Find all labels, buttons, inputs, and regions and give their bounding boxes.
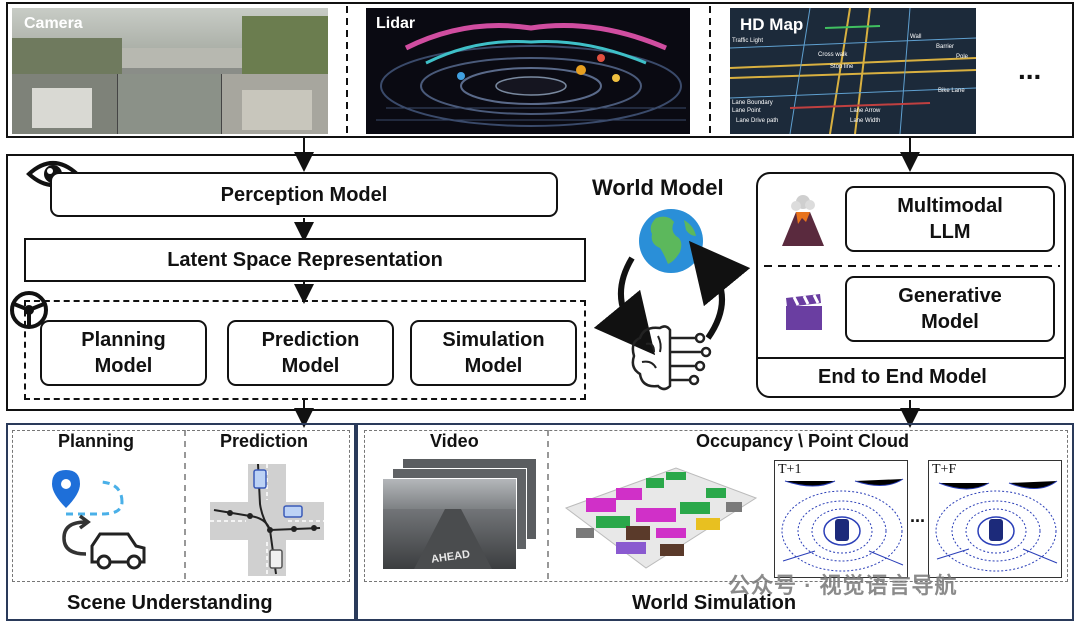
world-model-title: World Model	[592, 175, 724, 200]
prediction-model-box: Prediction Model	[227, 320, 394, 386]
simulation-dash-box	[364, 430, 1068, 582]
video-label: Video	[430, 431, 479, 451]
t-plus-1-label: T+1	[778, 462, 802, 477]
cycle-arrows-icon	[593, 240, 751, 356]
camera-label: Camera	[24, 15, 83, 32]
lidar-forecast-t1	[774, 460, 908, 578]
occupancy-voxel-illustration	[564, 467, 758, 569]
hdmap-annotation: Lane Arrow	[850, 108, 881, 114]
scene-inner-divider	[184, 430, 186, 582]
lidar-label: Lidar	[376, 15, 416, 32]
simulation-model-box: Simulation Model	[410, 320, 577, 386]
forecast-ellipsis: ...	[910, 506, 926, 526]
watermark: 公众号 · 视觉语言导航	[728, 573, 958, 598]
end-to-end-divider	[758, 357, 1064, 359]
hdmap-annotation: Lane Boundary	[732, 100, 773, 106]
t-plus-f-label: T+F	[932, 462, 957, 477]
hdmap-label: HD Map	[740, 15, 804, 34]
prediction-label: Prediction	[220, 431, 309, 451]
sensor-ellipsis: ...	[1018, 54, 1042, 85]
planning-model-box: Planning Model	[40, 320, 207, 386]
panel-divider	[764, 265, 1060, 267]
planning-route-illustration	[52, 470, 146, 570]
scene-understanding-label: Scene Understanding	[67, 592, 273, 614]
end-to-end-label: End to End Model	[818, 366, 987, 388]
hdmap-lanes	[730, 8, 976, 134]
lidar-forecast-tf	[928, 460, 1062, 578]
hdmap-image: Traffic Light Cross walk Stop line Wall …	[730, 8, 976, 134]
generative-model-box: Generative Model	[845, 276, 1055, 342]
scene-dash-box	[12, 430, 350, 582]
neural-brain-icon	[631, 325, 712, 391]
world-simulation-frame	[356, 423, 1074, 621]
world-simulation-label: World Simulation	[632, 592, 797, 614]
latent-space-box: Latent Space Representation	[24, 238, 586, 282]
sensor-strip	[6, 2, 1074, 138]
occupancy-label: Occupancy \ Point Cloud	[696, 431, 910, 451]
hdmap-annotation: Traffic Light	[732, 38, 764, 44]
planning-label: Planning	[58, 431, 134, 451]
multimodal-llm-box: Multimodal LLM	[845, 186, 1055, 252]
clapperboard-icon	[786, 294, 822, 330]
simulation-inner-divider	[547, 430, 549, 582]
scene-understanding-frame	[6, 423, 356, 621]
hdmap-annotation: Cross walk	[818, 52, 848, 58]
model-frame	[6, 154, 1074, 411]
hdmap-annotation: Lane Point	[732, 108, 761, 114]
hdmap-annotation: Wall	[910, 34, 922, 40]
video-frame-front: AHEAD	[382, 478, 517, 570]
camera-image	[12, 8, 328, 134]
hdmap-annotation: Lane Drive path	[736, 118, 779, 124]
hdmap-annotation: Pole	[956, 54, 969, 60]
lidar-image	[366, 8, 690, 134]
hdmap-annotation: Lane Width	[850, 118, 881, 124]
hdmap-annotation: Stop line	[830, 64, 854, 70]
lidar-point-cloud	[376, 23, 686, 127]
perception-model-box: Perception Model	[50, 172, 558, 217]
volcano-icon	[782, 195, 824, 246]
hdmap-annotation: Barrier	[936, 44, 955, 50]
downstream-models-group	[24, 300, 586, 400]
end-to-end-panel	[756, 172, 1066, 398]
globe-icon	[639, 209, 703, 273]
sensor-separators	[346, 6, 711, 136]
hdmap-annotation: Bike Lane	[938, 88, 965, 94]
prediction-intersection-illustration	[210, 463, 324, 576]
